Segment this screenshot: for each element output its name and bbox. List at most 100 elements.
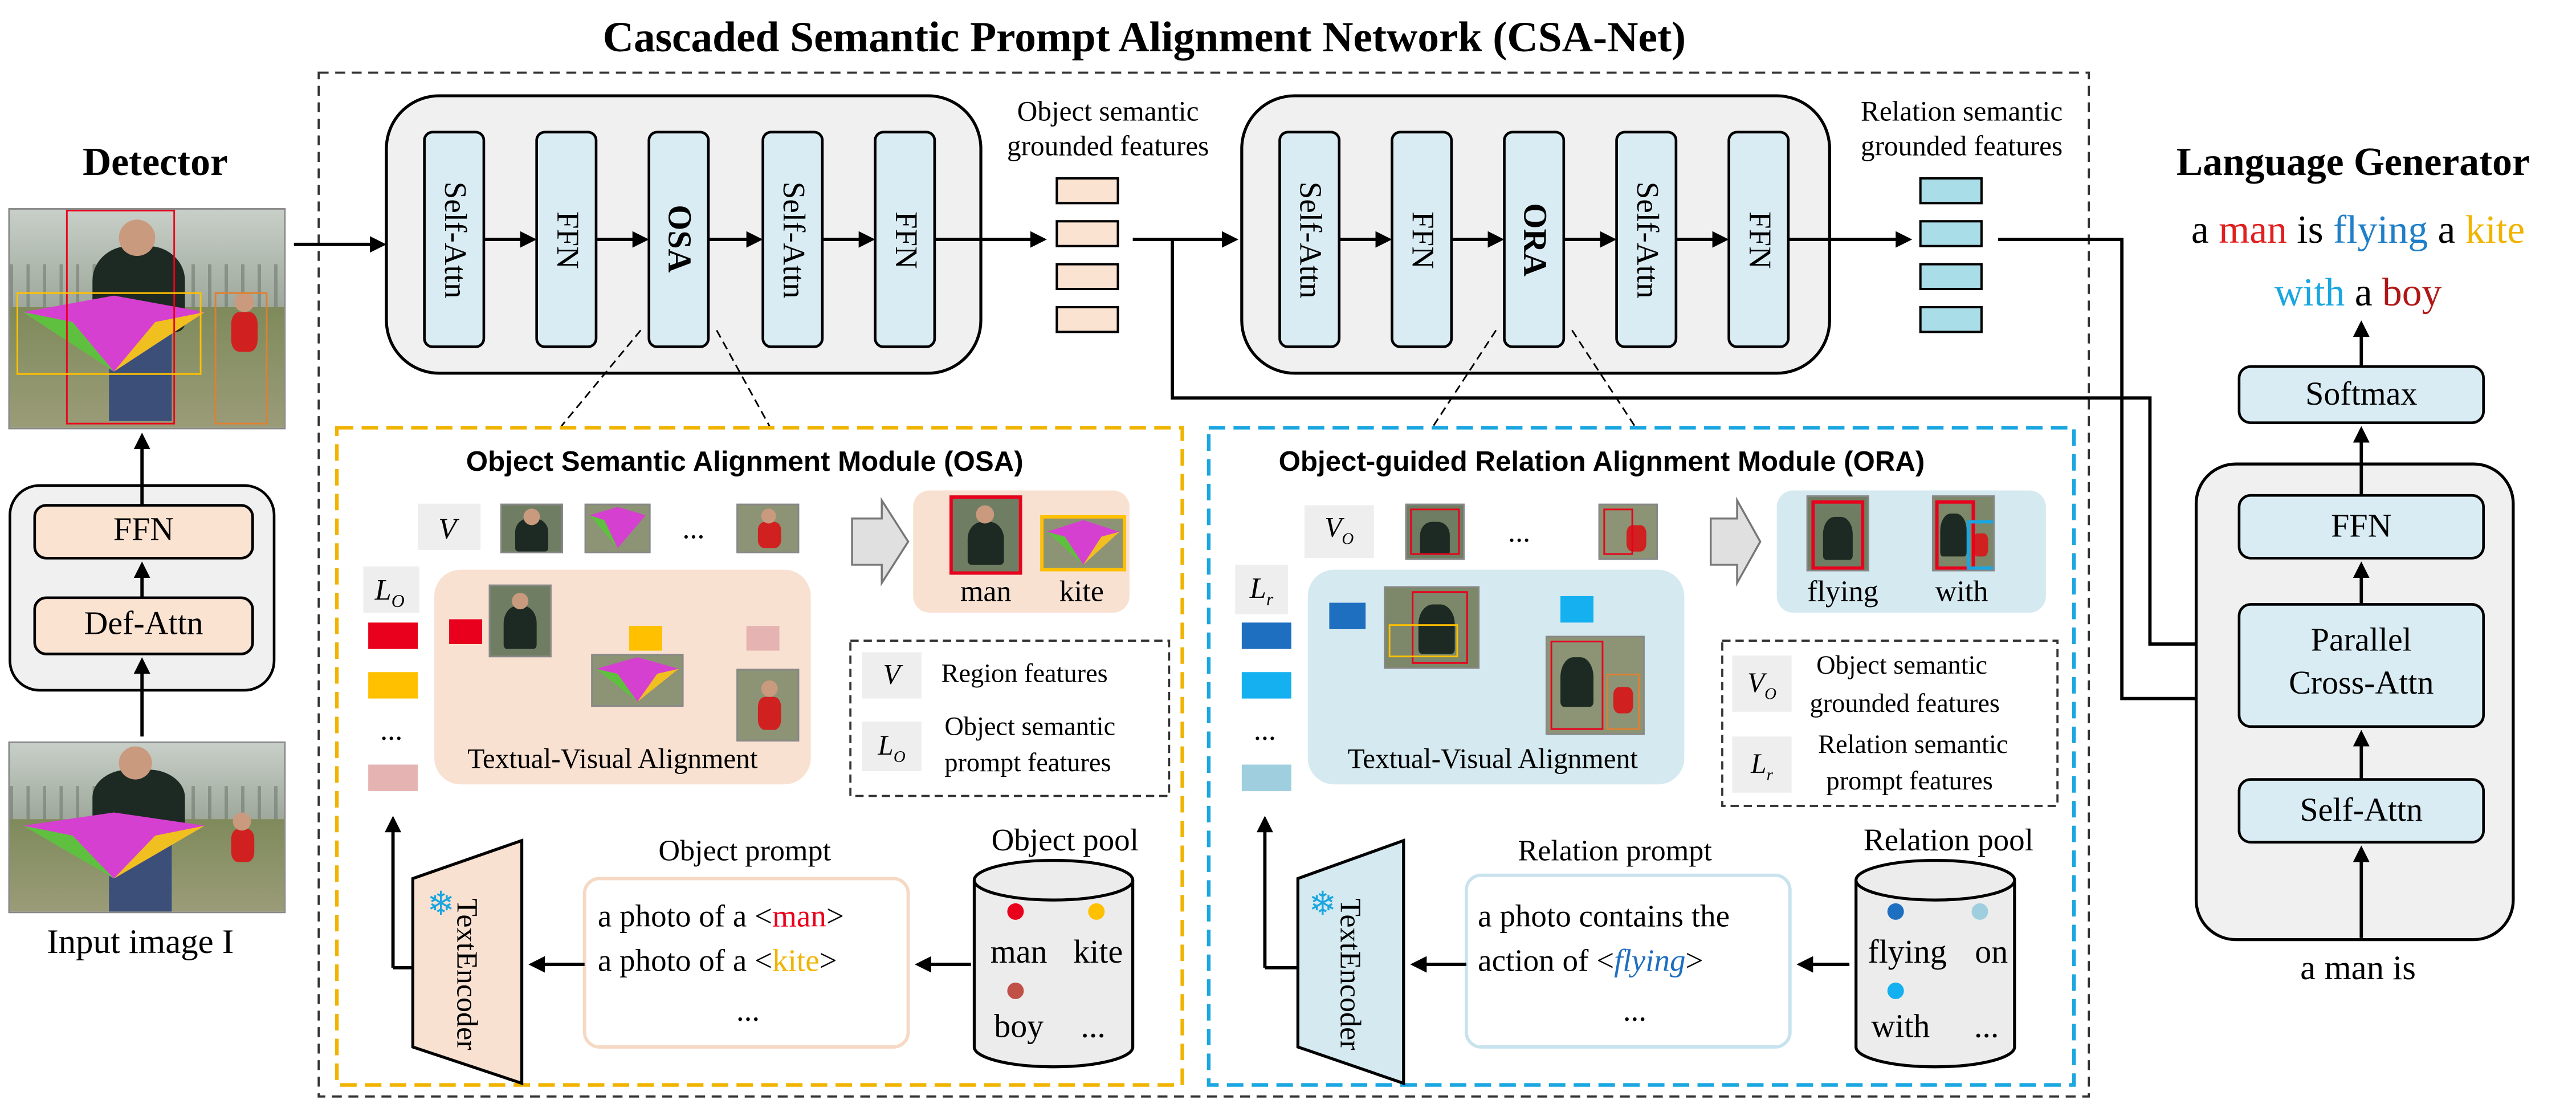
ora-crop-1 <box>1405 503 1465 560</box>
ora-legend-lr-text-2: prompt features <box>1826 768 1993 796</box>
osa-crop-kite <box>584 503 651 553</box>
block2-layer-3-label: ORA <box>1515 202 1552 276</box>
relation-feature-4 <box>1919 305 1983 333</box>
generator-title: Language Generator <box>2176 142 2530 185</box>
pool-dot-kite <box>1088 903 1105 920</box>
pool-item-boy: boy <box>994 1009 1044 1046</box>
ora-lr-blue1 <box>1241 622 1291 649</box>
block1-layer-4-label: Self-Attn <box>775 181 810 298</box>
object-feature-4 <box>1055 305 1119 333</box>
ora-lr-blue2 <box>1241 672 1291 699</box>
detector-title: Detector <box>82 142 228 185</box>
object-pool-cylinder <box>972 880 1135 1069</box>
pool-item-more: ... <box>1081 1009 1106 1046</box>
osa-legend-lo-text-1: Object semantic <box>944 713 1116 742</box>
osa-lo-ellipsis: ... <box>380 713 403 747</box>
osa-snowflake-icon: ❄ <box>427 886 455 923</box>
ora-result-word-flying: flying <box>1807 575 1878 608</box>
generated-caption-line-2: with a boy <box>2274 272 2442 316</box>
generator-crossattn-label-1: Parallel <box>2310 622 2412 659</box>
osa-crop-boy <box>736 503 800 553</box>
osa-result-kite <box>1040 515 1127 572</box>
object-feature-3 <box>1055 263 1119 291</box>
osa-align-boy <box>736 669 800 742</box>
detector-ffn-label: FFN <box>113 512 174 548</box>
ora-vo-symbol: VO <box>1324 512 1354 549</box>
block2-layer-5-label: FFN <box>1741 210 1776 268</box>
diagram-title: Cascaded Semantic Prompt Alignment Netwo… <box>602 13 1686 62</box>
ora-prompt-line-2: action of <flying> <box>1478 944 1703 980</box>
generator-crossattn-label-2: Cross-Attn <box>2289 665 2434 702</box>
ora-align-1 <box>1384 586 1480 669</box>
ora-crop-2 <box>1598 503 1658 560</box>
object-features-label-2: grounded features <box>1007 130 1209 162</box>
ora-prompt-line-1: a photo contains the <box>1478 900 1730 935</box>
ora-prompt-title: Relation prompt <box>1518 834 1712 867</box>
generator-softmax-label: Softmax <box>2305 376 2418 413</box>
block2-layer-2-label: FFN <box>1404 210 1440 268</box>
ora-align-2 <box>1545 635 1645 735</box>
osa-result-arrow <box>851 496 910 586</box>
pool-item-flying: flying <box>1868 934 1947 971</box>
pool-item-on: on <box>1975 934 2008 971</box>
ora-text-encoder <box>1296 838 1405 1086</box>
ora-ellipsis: ... <box>1508 515 1531 548</box>
ora-lr-blue3 <box>1241 764 1291 791</box>
osa-v-symbol: V <box>438 512 457 545</box>
detected-image <box>8 208 286 430</box>
generated-caption-line-1: a man is flying a kite <box>2191 209 2525 253</box>
block2-layer-4-label: Self-Attn <box>1629 181 1664 298</box>
osa-align-kite <box>591 654 684 707</box>
ora-prompt-ellipsis: ... <box>1623 994 1647 1029</box>
pool-item-with: with <box>1871 1009 1930 1046</box>
osa-result-word-kite: kite <box>1059 575 1104 608</box>
osa-legend-lo-symbol: LO <box>878 730 906 767</box>
ora-lr-ellipsis: ... <box>1253 713 1276 747</box>
generator-selfattn-label: Self-Attn <box>2300 792 2423 829</box>
ora-legend-vo-text-2: grounded features <box>1809 690 2000 719</box>
osa-prompt-title: Object prompt <box>658 834 832 867</box>
pool-dot-flying <box>1887 903 1904 920</box>
generator-input-text: a man is <box>2300 948 2416 988</box>
block1-layer-1-label: Self-Attn <box>437 181 472 298</box>
osa-lo-yellow <box>368 672 418 699</box>
input-image-caption: Input image I <box>47 921 234 962</box>
osa-legend-lo-text-2: prompt features <box>944 749 1111 778</box>
ora-lr-symbol: Lr <box>1249 571 1274 610</box>
ora-legend-lr-symbol: Lr <box>1751 748 1773 785</box>
ora-legend-box <box>1721 639 2059 807</box>
arrow-relation-to-cross-attn-lower <box>1998 238 2236 707</box>
osa-prompt-ellipsis: ... <box>736 994 760 1029</box>
object-feature-2 <box>1055 220 1119 247</box>
osa-module-frame <box>335 426 1184 1087</box>
osa-lo-pink <box>368 764 418 791</box>
osa-ellipsis: ... <box>682 512 705 545</box>
osa-lo-symbol: LO <box>374 573 405 612</box>
ora-legend-vo-symbol: VO <box>1747 667 1777 704</box>
osa-alignment-label: Textual-Visual Alignment <box>467 743 758 775</box>
object-feature-1 <box>1055 177 1119 205</box>
object-pool-title: Object pool <box>991 824 1139 859</box>
pool-dot-boy <box>1007 982 1024 999</box>
pool-item-more-relation: ... <box>1974 1009 1999 1046</box>
osa-result-man <box>949 495 1022 575</box>
ora-title: Object-guided Relation Alignment Module … <box>1278 446 1925 478</box>
osa-align-man <box>488 584 552 658</box>
relation-feature-2 <box>1919 220 1983 247</box>
relation-feature-3 <box>1919 263 1983 291</box>
ora-result-arrow <box>1709 496 1762 587</box>
ora-alignment-label: Textual-Visual Alignment <box>1347 743 1638 775</box>
block2-layer-1-label: Self-Attn <box>1292 181 1327 298</box>
pool-dot-man <box>1007 903 1024 920</box>
osa-crop-man <box>500 503 564 553</box>
ora-result-flying <box>1806 495 1869 572</box>
pool-item-kite: kite <box>1073 934 1123 971</box>
osa-prompt-line-1: a photo of a <man> <box>597 900 844 935</box>
osa-legend-v-symbol: V <box>883 659 900 691</box>
ora-module-frame <box>1207 426 2076 1087</box>
ora-result-word-with: with <box>1935 575 1988 608</box>
block1-layer-3-label: OSA <box>660 205 697 274</box>
